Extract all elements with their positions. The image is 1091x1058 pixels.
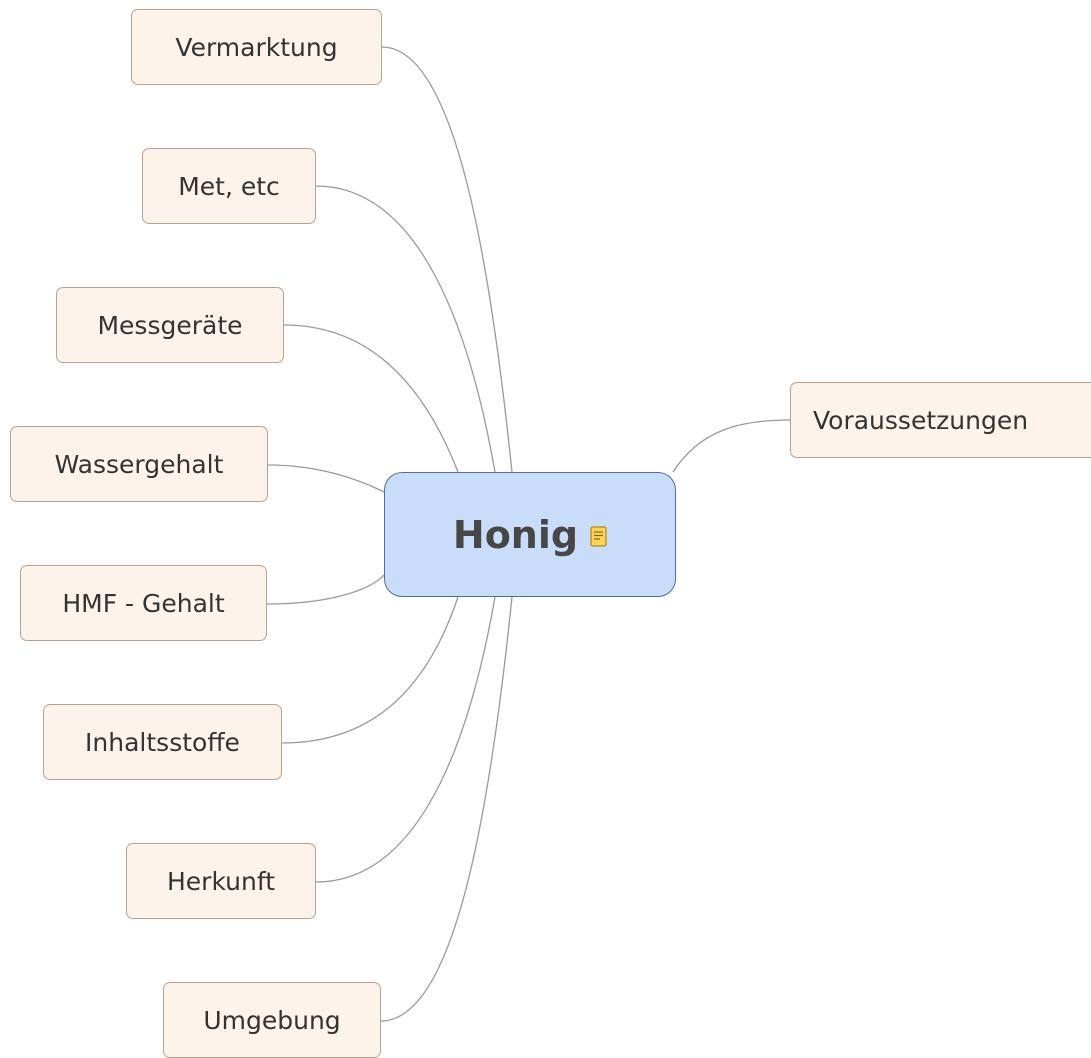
topic-label: Herkunft bbox=[166, 866, 276, 896]
connector-voraussetzungen bbox=[672, 419, 791, 473]
connector-met-etc bbox=[315, 185, 496, 473]
topic-met-etc[interactable]: Met, etc bbox=[142, 148, 316, 224]
topic-inhaltsstoffe[interactable]: Inhaltsstoffe bbox=[43, 704, 282, 780]
topic-umgebung[interactable]: Umgebung bbox=[163, 982, 381, 1058]
topic-voraussetzungen[interactable]: Voraussetzungen bbox=[790, 382, 1091, 458]
topic-label: Voraussetzungen bbox=[813, 405, 1029, 435]
topic-label: Vermarktung bbox=[175, 32, 338, 62]
central-topic-label: Honig bbox=[452, 512, 579, 557]
topic-label: Met, etc bbox=[178, 171, 280, 201]
topic-label: Messgeräte bbox=[97, 310, 243, 340]
topic-label: Inhaltsstoffe bbox=[85, 727, 240, 757]
central-topic-honig[interactable]: Honig bbox=[384, 472, 676, 597]
connector-umgebung bbox=[380, 596, 513, 1022]
topic-hmf-gehalt[interactable]: HMF - Gehalt bbox=[20, 565, 267, 641]
topic-vermarktung[interactable]: Vermarktung bbox=[131, 9, 382, 85]
connector-hmf-gehalt bbox=[266, 574, 385, 605]
topic-wassergehalt[interactable]: Wassergehalt bbox=[10, 426, 268, 502]
topic-label: HMF - Gehalt bbox=[62, 588, 225, 618]
connector-vermarktung bbox=[381, 46, 513, 473]
topic-messgeraete[interactable]: Messgeräte bbox=[56, 287, 284, 363]
connector-messgeraete bbox=[283, 324, 459, 473]
connector-inhaltsstoffe bbox=[281, 596, 459, 744]
connector-herkunft bbox=[315, 596, 496, 883]
connector-wassergehalt bbox=[267, 464, 385, 493]
topic-herkunft[interactable]: Herkunft bbox=[126, 843, 316, 919]
topic-label: Wassergehalt bbox=[54, 449, 224, 479]
topic-label: Umgebung bbox=[203, 1005, 341, 1035]
note-icon[interactable] bbox=[590, 526, 607, 547]
